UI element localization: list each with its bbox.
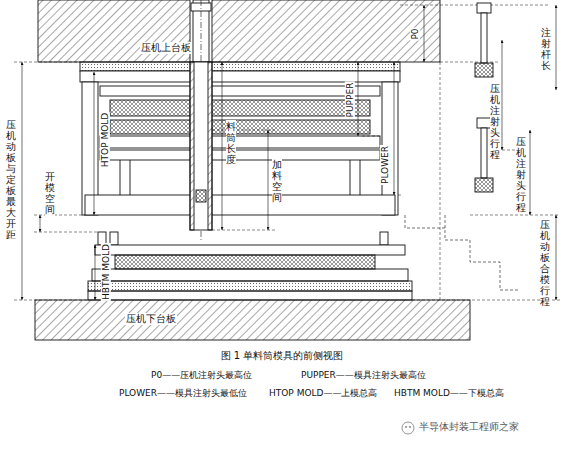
dimension-label: 加料空间 [272,158,282,204]
dimension-label: 压机动板合模行程 [540,218,550,308]
dimension-label: 压机注射头行程 [490,82,500,161]
dimension-label: PLOWER [380,145,390,185]
dimension-label: 压机动板与定板最大开距 [6,118,16,241]
dimension-label: 注射杆长 [541,26,551,72]
dimension-label: P0 [410,27,420,40]
legend-note: HTOP MOLD——上模总高 [268,388,378,398]
dimension-label: PUPPER [345,82,355,119]
dimension-label: 开模空间 [45,170,55,216]
legend-note: PUPPER——模具注射头最高位 [300,370,427,380]
dimension-label: 料筒长度 [226,120,236,166]
watermark: 半导体封装工程师之家 [418,421,520,433]
figure-caption: 图 1 单料筒模具的前侧视图 [220,350,345,362]
dimension-label: 压机注射头行程 [516,135,526,214]
legend-note: PLOWER——模具注射头最低位 [118,388,248,398]
dimension-label: HTOP MOLD [100,112,110,168]
legend-note: HBTM MOLD——下模总高 [393,388,505,398]
platen-label: 压机下台板 [125,313,177,325]
legend-note: P0——压机注射头最高位 [150,370,253,380]
dimension-label: HBTM MOLD [101,243,111,301]
platen-label: 压机上台板 [140,42,192,54]
